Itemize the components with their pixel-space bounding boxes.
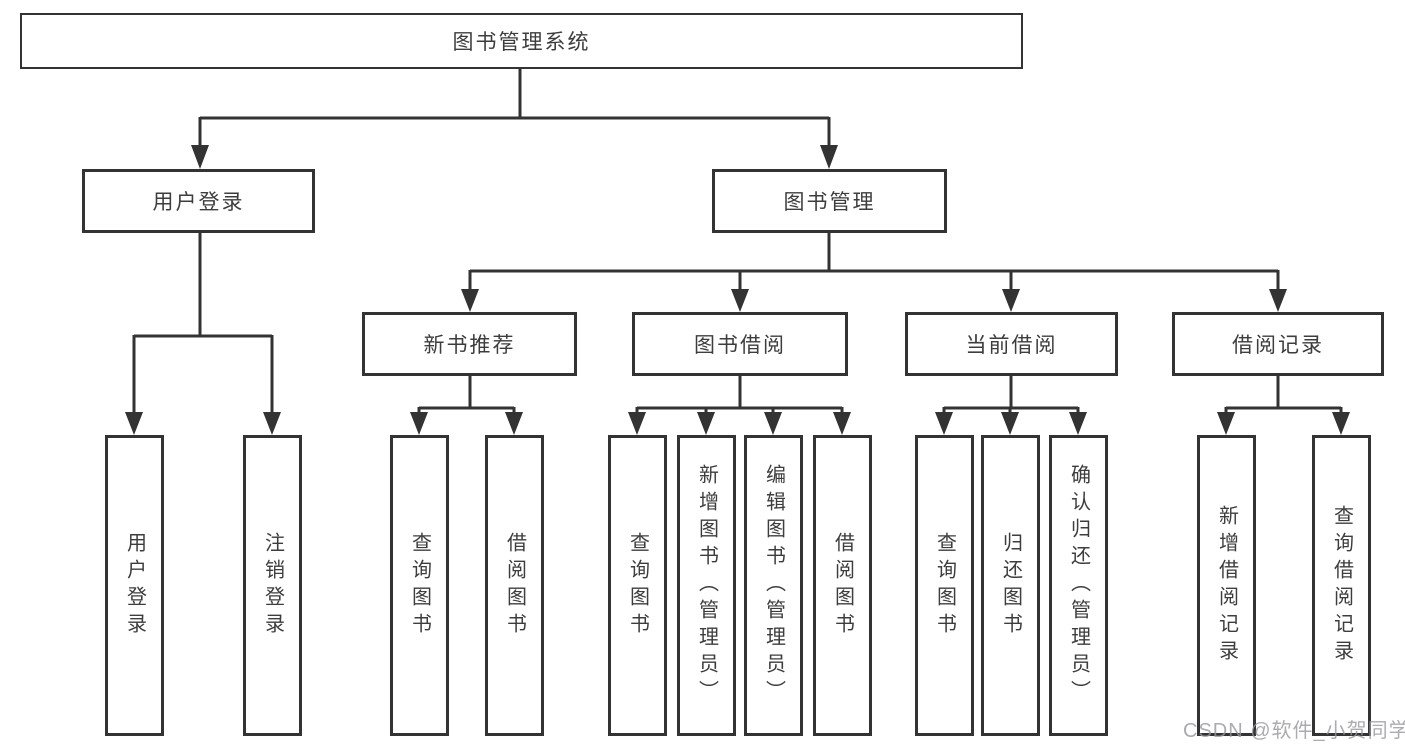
leaf-borrowing-add-books-admin: 新增图书（管理员） <box>677 435 736 736</box>
leaf-newrec-query-books: 查询图书 <box>390 435 449 736</box>
leaf-borrowing-query-books: 查询图书 <box>608 435 667 736</box>
leaf-current-query-books: 查询图书 <box>915 435 974 736</box>
node-book-borrowing: 图书借阅 <box>632 312 848 376</box>
node-borrowing-records: 借阅记录 <box>1172 312 1384 376</box>
leaf-records-query-record: 查询借阅记录 <box>1312 435 1371 736</box>
leaf-borrowing-borrow-books: 借阅图书 <box>813 435 872 736</box>
leaf-user-login: 用户登录 <box>105 435 164 736</box>
csdn-watermark: CSDN @软件_小贺同学 <box>1183 720 1405 742</box>
leaf-newrec-borrow-books: 借阅图书 <box>485 435 544 736</box>
leaf-borrowing-edit-books-admin: 编辑图书（管理员） <box>744 435 803 736</box>
arrow-down-icons <box>125 145 1350 435</box>
leaf-current-return-books: 归还图书 <box>981 435 1040 736</box>
node-user-login: 用户登录 <box>82 169 315 233</box>
node-new-book-recommendation: 新书推荐 <box>362 312 577 376</box>
leaf-records-add-record: 新增借阅记录 <box>1197 435 1256 736</box>
node-library-management-system: 图书管理系统 <box>20 13 1023 69</box>
node-current-borrowing: 当前借阅 <box>905 312 1118 376</box>
leaf-current-confirm-return-admin: 确认归还（管理员） <box>1049 435 1108 736</box>
node-book-management: 图书管理 <box>712 169 947 233</box>
leaf-logout: 注销登录 <box>243 435 302 736</box>
